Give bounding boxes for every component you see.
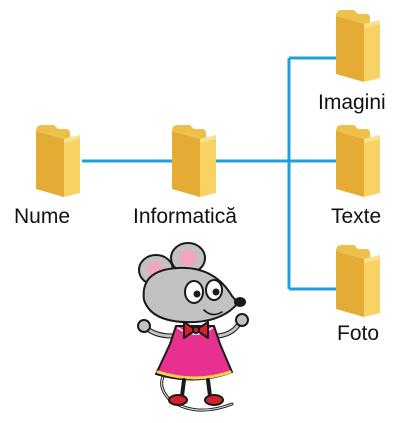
node-label-child2: Texte bbox=[331, 205, 382, 228]
node-label-child1: Imagini bbox=[318, 91, 386, 114]
node-label-mid: Informatică bbox=[133, 205, 237, 228]
folder-icon[interactable] bbox=[35, 124, 81, 198]
folder-icon[interactable] bbox=[336, 10, 380, 82]
folder-icon[interactable] bbox=[336, 125, 380, 197]
connector-lines bbox=[82, 56, 336, 291]
node-label-child3: Foto bbox=[337, 322, 380, 345]
node-label-root: Nume bbox=[14, 205, 71, 228]
mouse-mascot-illustration bbox=[137, 242, 249, 412]
folder-icon[interactable] bbox=[171, 124, 217, 198]
folder-icon[interactable] bbox=[336, 245, 380, 317]
